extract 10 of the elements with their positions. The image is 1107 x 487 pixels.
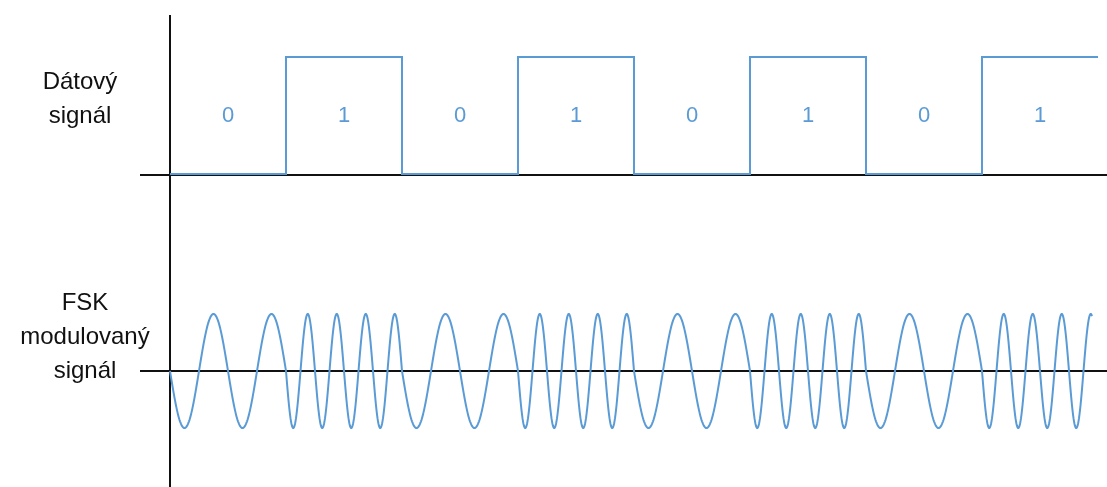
bit-value: 1 (568, 102, 584, 128)
bit-value: 0 (452, 102, 468, 128)
bit-value: 1 (336, 102, 352, 128)
bit-value: 1 (1032, 102, 1048, 128)
axis-label: Dátový signál (41, 66, 119, 130)
bit-value: 1 (800, 102, 816, 128)
axis-label: FSK modulovaný signál (19, 287, 151, 385)
bit-value: 0 (684, 102, 700, 128)
bit-value: 0 (916, 102, 932, 128)
bit-value: 0 (220, 102, 236, 128)
